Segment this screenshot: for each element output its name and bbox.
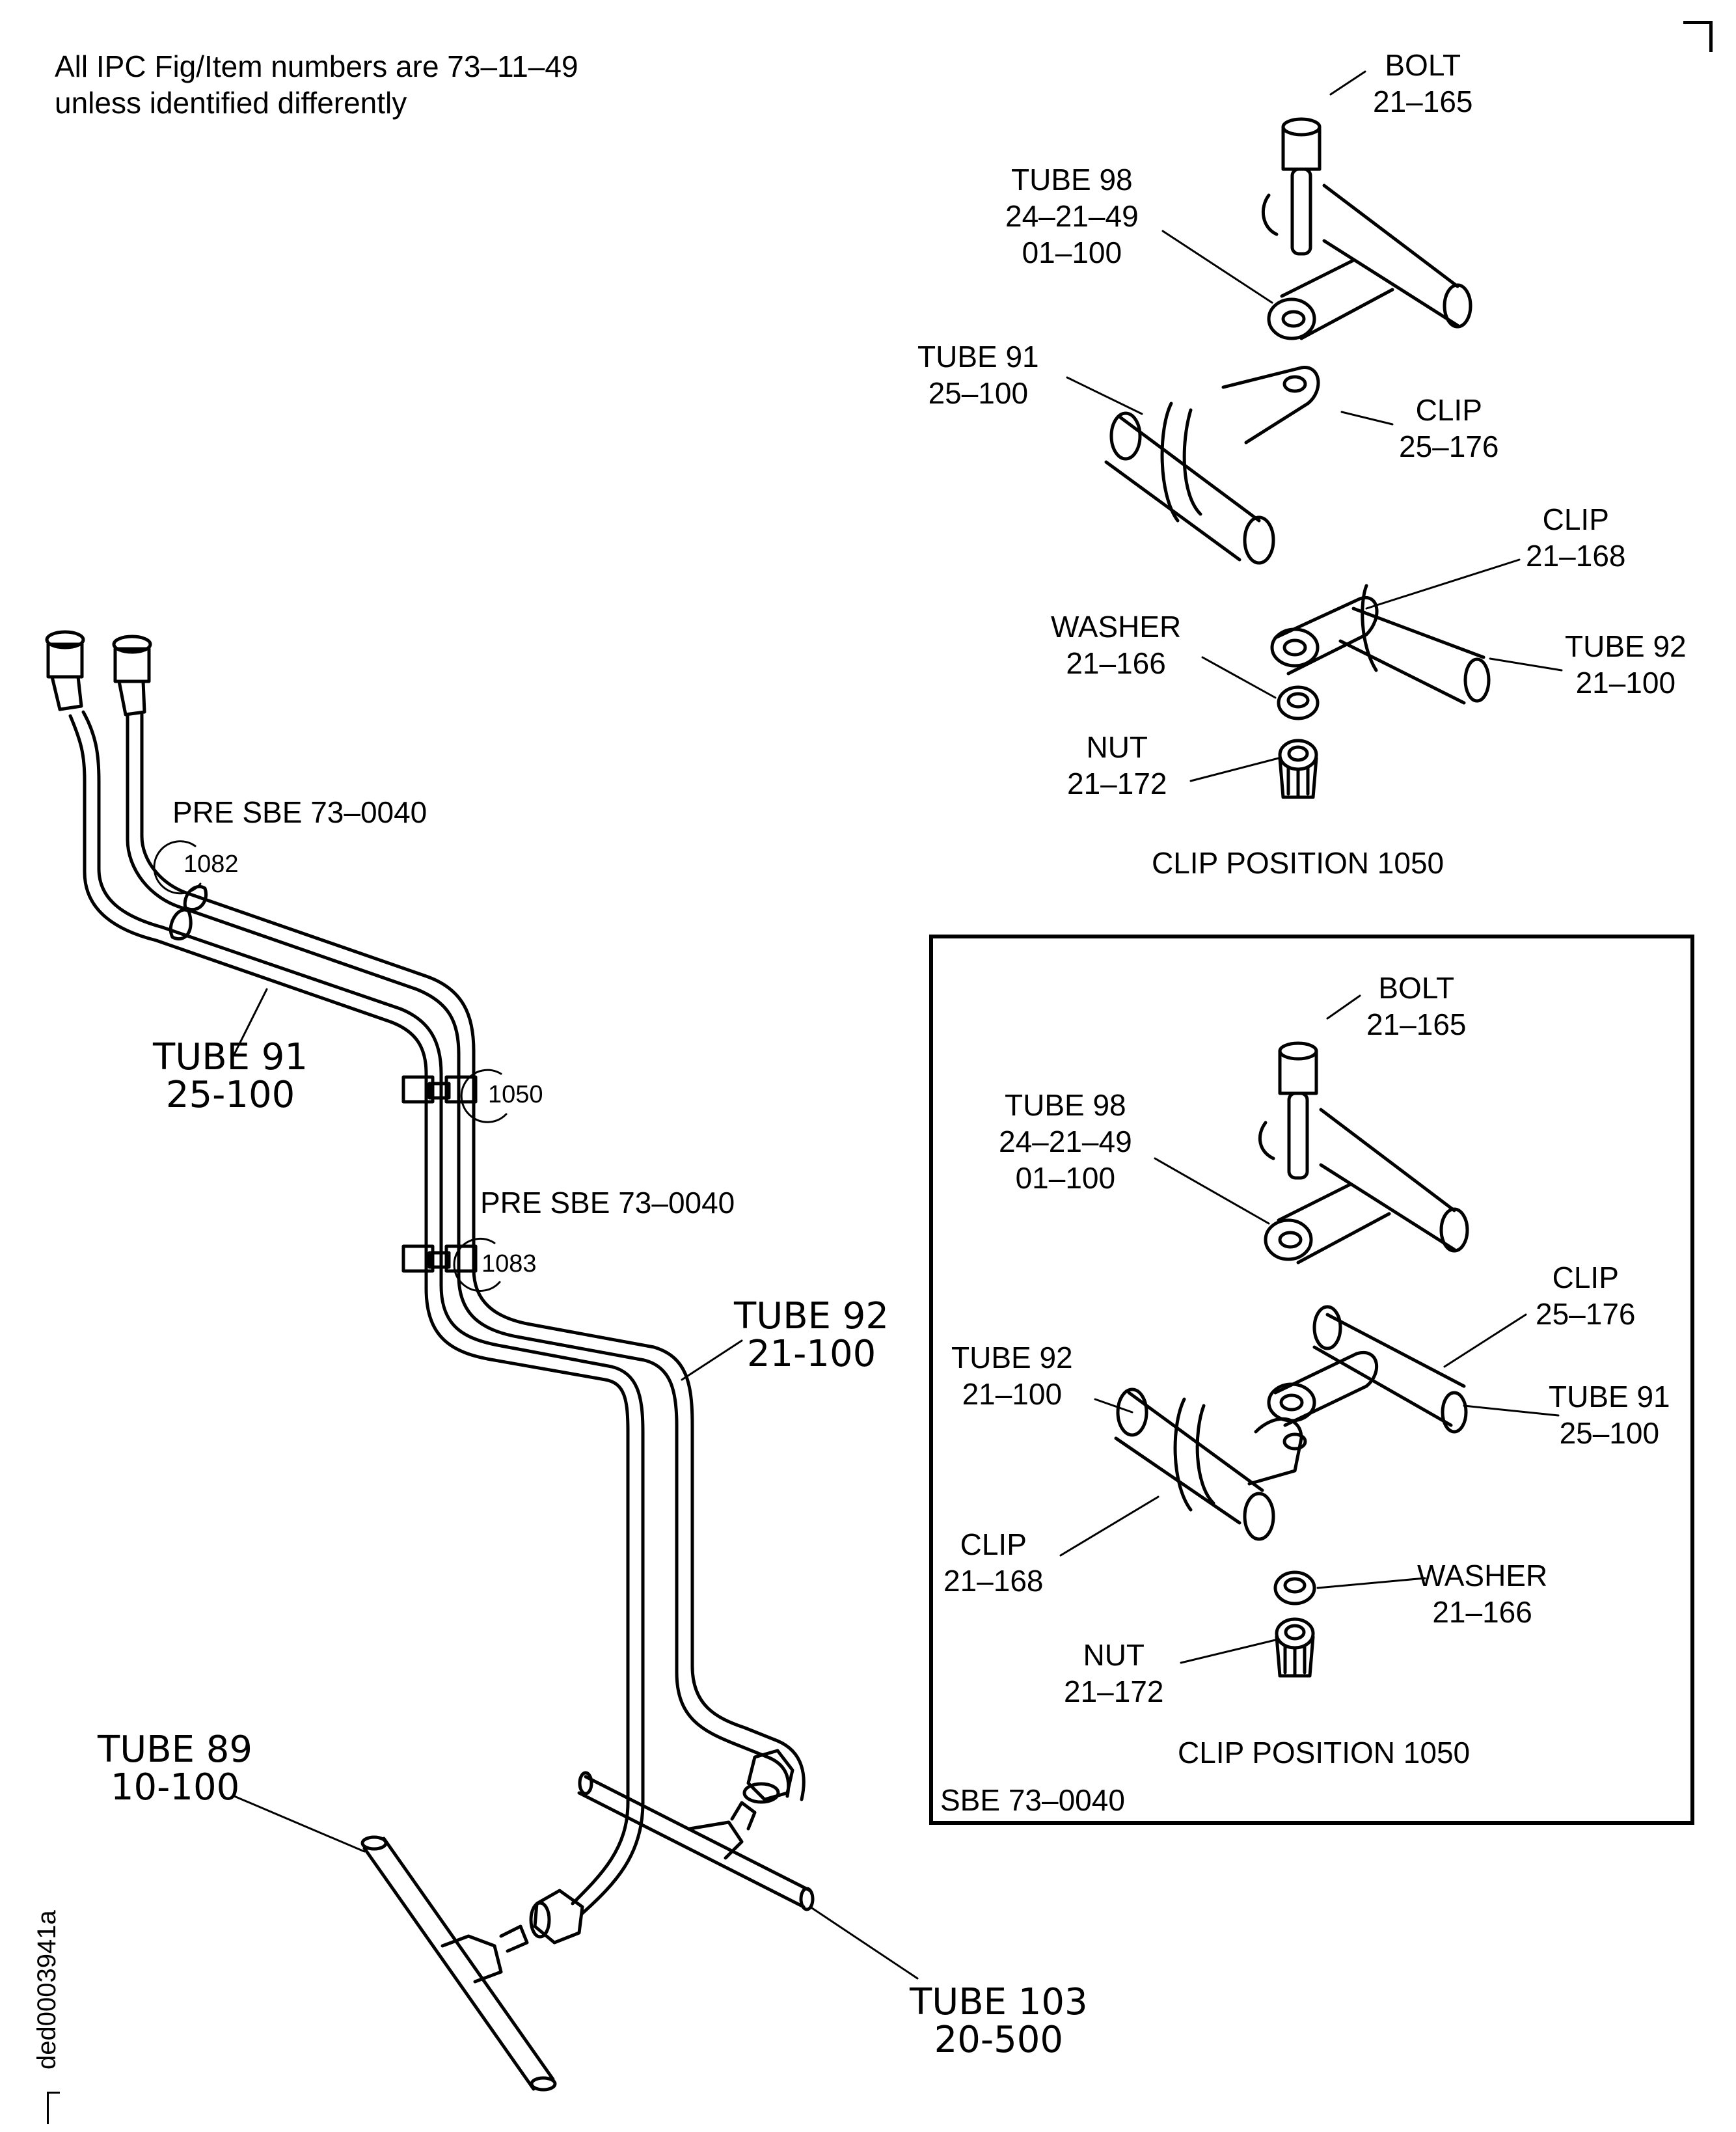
- sbe-label-tube-98: TUBE 98 24–21–49 01–100: [999, 1088, 1132, 1195]
- sbe-label-tube-92: TUBE 92 21–100: [951, 1341, 1073, 1411]
- tube-98-part-sbe: [1264, 1108, 1469, 1264]
- label-tube-103-main: TUBE 103 20-500: [910, 1981, 1088, 2061]
- fitting-tube-92-end: [742, 1749, 794, 1804]
- clip-25-176-part: [1104, 366, 1320, 565]
- sbe-detail-title: CLIP POSITION 1050: [1178, 1736, 1471, 1770]
- clip-21-168-part-sbe: [1114, 1387, 1307, 1541]
- sheet-corner-mark: [1683, 21, 1713, 52]
- label-tube-91-main: TUBE 91 25-100: [153, 1036, 308, 1116]
- clip-21-168-part: [1270, 584, 1491, 705]
- clip-25-176-part-sbe: [1267, 1305, 1468, 1434]
- fitting-tube-91-end: [529, 1889, 584, 1945]
- nut-part-sbe: [1275, 1617, 1315, 1678]
- nut-part: [1278, 739, 1318, 799]
- tube-89-tee: [360, 1835, 557, 2092]
- ipc-reference-note: All IPC Fig/Item numbers are 73–11–49 un…: [55, 48, 578, 121]
- sbe-label-tube-91: TUBE 91 25–100: [1549, 1380, 1670, 1450]
- tube-91-inner: [81, 710, 645, 1915]
- label-bolt: BOLT 21–165: [1373, 48, 1473, 118]
- bolt-part-sbe: [1258, 1041, 1318, 1180]
- sbe-detail-art: [1114, 1041, 1469, 1678]
- label-washer: WASHER 21–166: [1051, 610, 1182, 680]
- washer-part: [1277, 685, 1320, 720]
- doc-id-mark: [47, 2092, 60, 2124]
- label-clip-25-176: CLIP 25–176: [1399, 393, 1499, 463]
- sbe-label-bolt: BOLT 21–165: [1366, 971, 1467, 1041]
- document-id: ded0003941a: [33, 1910, 61, 2070]
- end-fitting-right: [112, 635, 152, 717]
- sbe-label-clip-25-176: CLIP 25–176: [1536, 1261, 1636, 1331]
- label-tube-89-main: TUBE 89 10-100: [98, 1729, 253, 1809]
- ipc-note-line-2: unless identified differently: [55, 86, 407, 120]
- end-fitting-left: [45, 630, 85, 711]
- pre-sbe-label-1: PRE SBE 73–0040: [172, 795, 427, 829]
- sbe-label-clip-21-168: CLIP 21–168: [943, 1527, 1044, 1598]
- tube-92-inner: [140, 713, 806, 1801]
- tube-91-outer: [68, 714, 630, 1906]
- sbe-box-label: SBE 73–0040: [940, 1783, 1125, 1817]
- leader-lines-main: [233, 988, 919, 1980]
- label-nut: NUT 21–172: [1067, 730, 1167, 800]
- tube-92-outer: [126, 714, 791, 1798]
- main-tube-assembly: [45, 630, 815, 2092]
- label-tube-92-main: TUBE 92 21-100: [734, 1295, 889, 1375]
- callout-1050[interactable]: 1050: [488, 1081, 543, 1108]
- sbe-label-nut: NUT 21–172: [1064, 1638, 1164, 1708]
- label-clip-21-168: CLIP 21–168: [1526, 502, 1626, 573]
- bolt-part: [1262, 117, 1322, 256]
- callout-1083[interactable]: 1083: [481, 1250, 537, 1278]
- top-detail-title: CLIP POSITION 1050: [1152, 846, 1444, 880]
- ipc-note-line-1: All IPC Fig/Item numbers are 73–11–49: [55, 49, 578, 83]
- label-tube-92: TUBE 92 21–100: [1565, 629, 1687, 700]
- leader-lines-sbe: [1059, 994, 1560, 1664]
- tube-103-tee: [577, 1771, 815, 1911]
- tube-98-part: [1267, 184, 1472, 340]
- washer-part-sbe: [1273, 1570, 1316, 1606]
- callout-1082[interactable]: 1082: [183, 851, 239, 878]
- callout-circles: [153, 840, 508, 1292]
- sbe-detail-frame: [929, 935, 1694, 1825]
- leader-lines-top: [1066, 70, 1563, 782]
- label-tube-91: TUBE 91 25–100: [917, 340, 1039, 410]
- sbe-label-washer: WASHER 21–166: [1417, 1559, 1548, 1629]
- label-tube-98: TUBE 98 24–21–49 01–100: [1005, 163, 1139, 269]
- clamp-1082: [169, 884, 208, 940]
- top-detail-art: [1104, 117, 1491, 799]
- clamp-1050: [401, 1075, 478, 1104]
- pre-sbe-label-2: PRE SBE 73–0040: [480, 1186, 735, 1220]
